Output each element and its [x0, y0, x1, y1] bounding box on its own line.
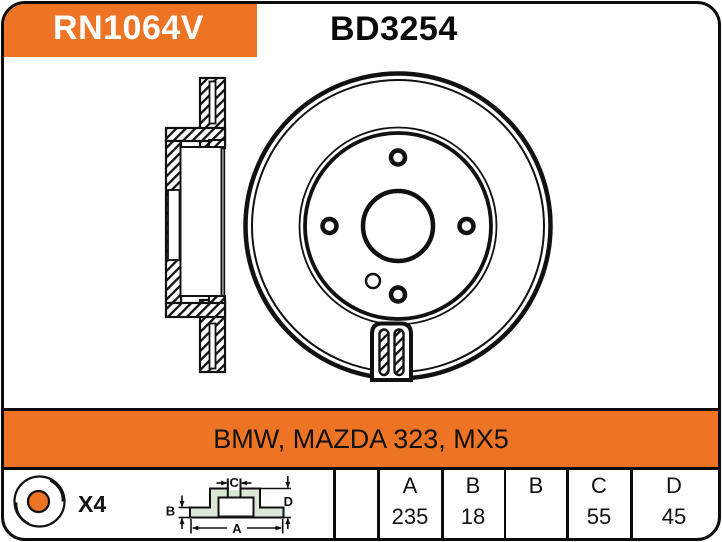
brake-disc-cross-section [164, 76, 227, 374]
bolt-quantity-label: X4 [78, 491, 107, 517]
dim-header: D [666, 473, 682, 498]
dim-header: B [465, 473, 481, 498]
dim-value: 18 [460, 504, 486, 529]
dim-cell-a: A 235 [379, 470, 441, 536]
brake-disc-front-view [243, 71, 553, 382]
dim-label-a: A [232, 521, 242, 536]
dim-value: 235 [391, 504, 429, 529]
bolt-hole [388, 285, 408, 304]
table-divider [333, 470, 336, 538]
bolt-hole [388, 148, 408, 167]
bolt-hole [457, 216, 476, 236]
dim-value: 55 [586, 504, 612, 529]
table-divider [566, 470, 569, 538]
vent-cutaway [370, 321, 413, 382]
table-divider [630, 470, 633, 538]
table-divider [503, 470, 506, 538]
center-bore [360, 188, 436, 264]
dim-cell-b: B 18 [443, 470, 503, 536]
disc-section-dimension-diagram: C D B A [166, 475, 293, 536]
part-number-text: BD3254 [330, 9, 458, 48]
dim-cell-d: D 45 [632, 470, 716, 536]
dim-label-c: C [230, 475, 240, 490]
catalog-ref-text: RN1064V [53, 9, 204, 47]
dim-cell-b2: B [506, 470, 566, 536]
dim-header: B [528, 473, 544, 498]
catalog-ref-banner: RN1064V [4, 4, 257, 57]
dim-cell-c: C 55 [568, 470, 630, 536]
dim-header: A [402, 473, 418, 498]
vehicle-applications-band: BMW, MAZDA 323, MX5 [4, 408, 718, 470]
dim-label-b: B [166, 504, 175, 519]
vehicle-applications-text: BMW, MAZDA 323, MX5 [213, 423, 509, 454]
wheel-nut-icon [13, 475, 66, 528]
bolt-hole [320, 216, 339, 236]
table-divider [377, 470, 380, 538]
pin-hole [364, 272, 382, 290]
dim-header: C [591, 473, 607, 498]
dim-label-d: D [284, 494, 293, 509]
dim-value: 45 [661, 504, 687, 529]
table-divider [441, 470, 444, 538]
